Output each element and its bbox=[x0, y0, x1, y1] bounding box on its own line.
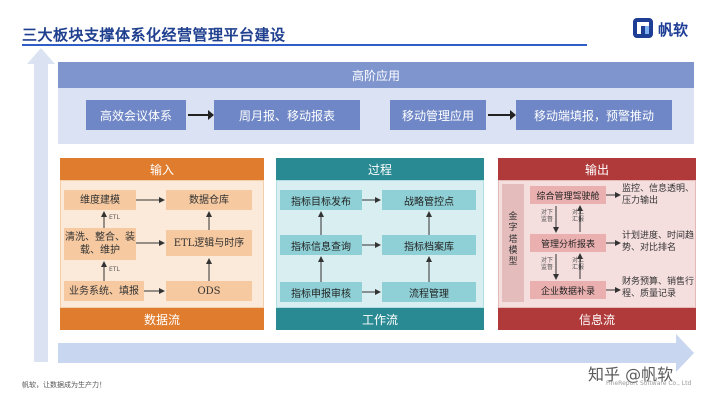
process-box-archive: 指标档案库 bbox=[382, 235, 476, 255]
arrow-right bbox=[488, 110, 516, 120]
title-divider bbox=[22, 44, 587, 46]
high-level-item-mobile-fill: 移动端填报，预警推动 bbox=[516, 100, 672, 130]
vertical-arrow-head bbox=[27, 48, 55, 64]
process-box-strategy: 战略管控点 bbox=[382, 190, 476, 210]
footer-slogan: 帆软，让数据成为生产力！ bbox=[22, 381, 106, 389]
watermark-subtitle: FineReport Software Co., Ltd bbox=[606, 380, 692, 387]
high-level-item-reports: 周月报、移动报表 bbox=[214, 100, 360, 130]
etl-label: ETL bbox=[109, 266, 120, 273]
vertical-axis-arrow bbox=[34, 60, 48, 362]
fanruan-logo-icon bbox=[633, 18, 653, 38]
high-level-header: 高阶应用 bbox=[58, 62, 694, 88]
output-note-supplement: 财务预算、销售行程、质量记录 bbox=[622, 277, 695, 300]
watermark: 知乎 @帆软 bbox=[588, 365, 674, 384]
output-panel-footer: 信息流 bbox=[498, 308, 696, 330]
mini-label-report-up: 对上汇报 bbox=[572, 257, 585, 272]
input-panel-header: 输入 bbox=[60, 158, 264, 180]
process-box-flow: 流程管理 bbox=[382, 282, 476, 302]
process-panel-header: 过程 bbox=[276, 158, 484, 180]
pyramid-label-box bbox=[502, 184, 524, 302]
pyramid-label: 金字塔模型 bbox=[508, 212, 518, 267]
high-level-item-mobile-mgmt: 移动管理应用 bbox=[390, 100, 486, 130]
input-panel-footer: 数据流 bbox=[60, 308, 264, 330]
output-box-cockpit: 综合管理驾驶舱 bbox=[530, 186, 606, 204]
process-box-query: 指标信息查询 bbox=[280, 235, 362, 255]
arrow-right bbox=[188, 110, 214, 120]
input-box-cleaning: 清洗、整合、装载、维护 bbox=[64, 228, 136, 260]
output-box-analysis-report: 管理分析报表 bbox=[530, 234, 606, 252]
input-box-data-warehouse: 数据仓库 bbox=[166, 190, 252, 210]
mini-label-supervise: 对下监督 bbox=[541, 209, 554, 224]
page-title: 三大板块支撑体系化经营管理平台建设 bbox=[22, 26, 286, 44]
process-panel-footer: 工作流 bbox=[276, 308, 484, 330]
output-box-data-supplement: 企业数据补录 bbox=[530, 281, 606, 299]
input-box-ods: ODS bbox=[166, 281, 252, 301]
input-box-dimension-modeling: 维度建模 bbox=[64, 190, 136, 210]
etl-label: ETL bbox=[109, 214, 120, 221]
horizontal-axis-arrow bbox=[58, 343, 678, 363]
input-box-etl-logic: ETL逻辑与时序 bbox=[166, 230, 252, 256]
mini-label-supervise: 对下监督 bbox=[541, 257, 554, 272]
mini-label-report-up: 对上汇报 bbox=[572, 209, 585, 224]
input-box-business-systems: 业务系统、填报 bbox=[64, 281, 144, 301]
horizontal-arrow-head bbox=[676, 334, 694, 372]
output-note-cockpit: 监控、信息透明、压力输出 bbox=[622, 184, 695, 207]
output-panel-header: 输出 bbox=[498, 158, 696, 180]
output-note-report: 计划进度、时间趋势、对比排名 bbox=[622, 231, 695, 254]
process-box-publish: 指标目标发布 bbox=[280, 190, 362, 210]
high-level-item-meeting: 高效会议体系 bbox=[86, 100, 186, 130]
brand-name: 帆软 bbox=[658, 21, 689, 39]
process-box-audit: 指标申报审核 bbox=[280, 282, 362, 302]
